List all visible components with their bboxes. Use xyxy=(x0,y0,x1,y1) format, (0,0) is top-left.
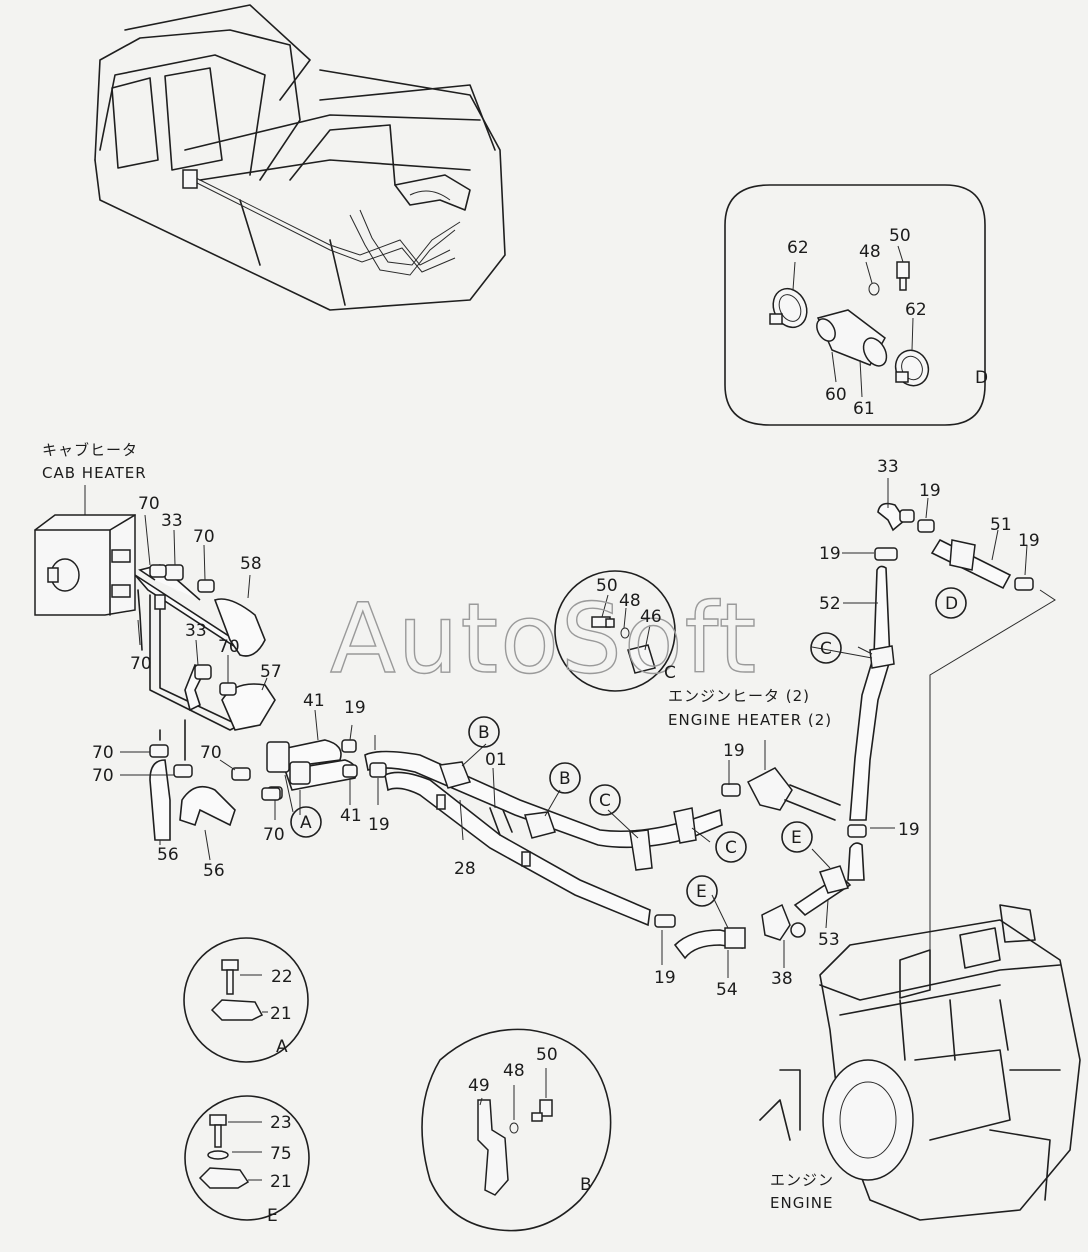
part-label: 33 xyxy=(161,511,183,531)
part-label: 48 xyxy=(859,242,881,262)
detail-view-d xyxy=(724,184,986,426)
part-label: 70 xyxy=(138,494,160,514)
hose-52 xyxy=(849,502,1034,821)
part-label: 46 xyxy=(640,607,662,627)
part-label: 56 xyxy=(157,845,179,865)
part-label: 41 xyxy=(303,691,325,711)
part-label: 19 xyxy=(654,968,676,988)
leader-lines-right xyxy=(284,478,1056,978)
callout-letter: C xyxy=(664,663,676,683)
part-label: 54 xyxy=(716,980,738,1000)
part-label: 38 xyxy=(771,969,793,989)
callout-circles xyxy=(290,587,967,907)
part-label: 19 xyxy=(898,820,920,840)
callout-letter: A xyxy=(300,813,312,833)
view-letter: E xyxy=(267,1206,278,1226)
view-letter: D xyxy=(975,368,988,388)
cab-heater-hoses xyxy=(134,564,283,841)
part-label: 56 xyxy=(203,861,225,881)
part-label: 19 xyxy=(344,698,366,718)
view-letter: A xyxy=(276,1037,288,1057)
callout-letter: E xyxy=(696,882,707,902)
part-number-labels: 62 48 50 62 60 61 33 19 51 19 19 52 70 3… xyxy=(92,226,1040,1192)
part-label: 70 xyxy=(218,637,240,657)
part-label: 51 xyxy=(990,515,1012,535)
part-label: 61 xyxy=(853,399,875,419)
part-label: 21 xyxy=(270,1172,292,1192)
cab-heater-label-en: CAB HEATER xyxy=(42,464,147,482)
view-letters: D A E B xyxy=(267,368,988,1226)
part-label: 33 xyxy=(877,457,899,477)
part-label: 70 xyxy=(200,743,222,763)
part-label: 62 xyxy=(787,238,809,258)
part-label: 19 xyxy=(819,544,841,564)
callout-letter: E xyxy=(791,828,802,848)
view-letter: B xyxy=(580,1175,592,1195)
callout-letter: C xyxy=(820,639,832,659)
part-label: 49 xyxy=(468,1076,490,1096)
callout-letter: D xyxy=(945,594,958,614)
part-label: 19 xyxy=(368,815,390,835)
callout-letter: B xyxy=(559,769,571,789)
part-label: 41 xyxy=(340,806,362,826)
part-label: 70 xyxy=(92,766,114,786)
callout-letter: B xyxy=(478,723,490,743)
part-label: 70 xyxy=(130,654,152,674)
engine-drawing xyxy=(759,904,1081,1221)
detail-view-e xyxy=(184,1095,310,1221)
part-label: 33 xyxy=(185,621,207,641)
part-label: 70 xyxy=(263,825,285,845)
part-label: 22 xyxy=(271,967,293,987)
cab-heater-label-jp: キャブヒータ xyxy=(42,441,138,459)
part-label: 57 xyxy=(260,662,282,682)
part-label: 75 xyxy=(270,1144,292,1164)
part-label: 19 xyxy=(919,481,941,501)
detail-view-a xyxy=(183,937,309,1063)
part-label: 62 xyxy=(905,300,927,320)
part-label: 50 xyxy=(536,1045,558,1065)
detail-view-b xyxy=(421,1028,612,1232)
part-label: 21 xyxy=(270,1004,292,1024)
cab-heater-unit xyxy=(34,485,136,616)
part-label: 53 xyxy=(818,930,840,950)
excavator-drawing xyxy=(94,4,506,311)
engine-label-jp: エンジン xyxy=(770,1171,834,1189)
part-label: 70 xyxy=(92,743,114,763)
part-label: 28 xyxy=(454,859,476,879)
part-label: 19 xyxy=(1018,531,1040,551)
detail-view-c xyxy=(554,570,676,692)
part-label: 50 xyxy=(596,576,618,596)
part-label: 50 xyxy=(889,226,911,246)
callout-letters: C A B B C C C E E D xyxy=(300,594,958,902)
part-label: 70 xyxy=(193,527,215,547)
leader-lines-left xyxy=(120,514,276,861)
part-label: 58 xyxy=(240,554,262,574)
part-label: 01 xyxy=(485,750,507,770)
callout-letter: C xyxy=(599,791,611,811)
part-label: 19 xyxy=(723,741,745,761)
main-hoses xyxy=(261,739,867,960)
part-label: 23 xyxy=(270,1113,292,1133)
engine-label-en: ENGINE xyxy=(770,1194,833,1212)
engine-heater-label-en: ENGINE HEATER (2) xyxy=(668,711,832,729)
part-label: 52 xyxy=(819,594,841,614)
engine-heater-label-jp: エンジンヒータ (2) xyxy=(668,687,810,705)
part-label: 60 xyxy=(825,385,847,405)
callout-letter: C xyxy=(725,838,737,858)
part-label: 48 xyxy=(619,591,641,611)
watermark-text: AutoSoft xyxy=(330,583,758,695)
part-label: 48 xyxy=(503,1061,525,1081)
